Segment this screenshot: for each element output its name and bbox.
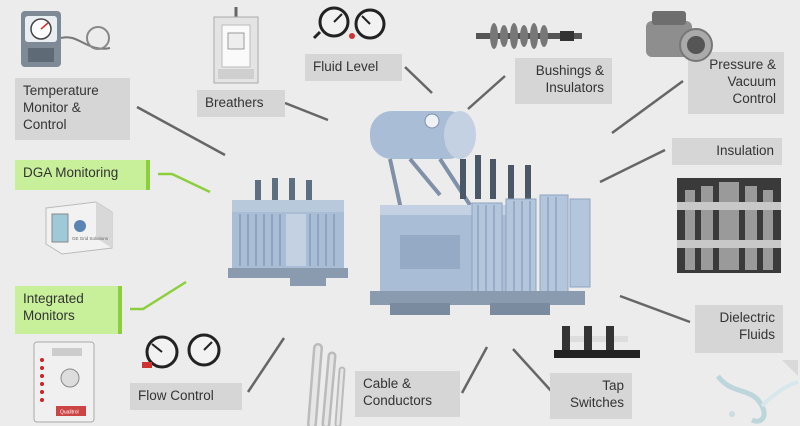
connector-integrated xyxy=(130,280,187,311)
tap-switch-image xyxy=(554,326,640,358)
distribution-transformer-image xyxy=(228,178,348,286)
label-insulation: Insulation xyxy=(672,138,782,165)
integrated-monitor-image: Qualitrol xyxy=(33,341,95,423)
label-tap-switches: Tap Switches xyxy=(550,373,632,419)
connector-tap xyxy=(512,348,554,394)
label-fluid-level: Fluid Level xyxy=(305,54,402,81)
power-transformer-image xyxy=(370,111,591,315)
connector-temperature xyxy=(136,105,226,157)
cable-image xyxy=(307,343,346,426)
dga-device-brand: GE Grid Solutions xyxy=(72,236,109,241)
bushing-image xyxy=(476,23,582,49)
label-integrated-monitors: Integrated Monitors xyxy=(15,286,122,334)
dga-monitor-image: GE Grid Solutions xyxy=(45,201,113,255)
monitor-brand: Qualitrol xyxy=(60,410,79,416)
flow-control-gauges-image xyxy=(142,333,221,369)
connector-insulation xyxy=(599,148,666,184)
label-temperature-monitor: Temperature Monitor & Control xyxy=(15,78,130,140)
pressure-relief-image xyxy=(646,11,713,62)
connector-flow-control xyxy=(246,337,286,393)
connector-breathers xyxy=(284,101,329,122)
breather-image xyxy=(213,7,259,84)
dielectric-fluid-image xyxy=(715,360,799,424)
fluid-level-gauges-image xyxy=(312,6,386,40)
label-breathers: Breathers xyxy=(197,90,285,117)
connector-pressure xyxy=(611,79,684,135)
connector-dga xyxy=(158,172,211,194)
label-flow-control: Flow Control xyxy=(130,383,242,410)
insulation-image xyxy=(677,178,781,273)
temperature-monitor-image xyxy=(21,11,111,67)
label-dielectric-fluids: Dielectric Fluids xyxy=(695,305,783,353)
connector-dielectric xyxy=(619,294,691,324)
label-pressure-vacuum: Pressure & Vacuum Control xyxy=(688,52,784,114)
connector-bushings xyxy=(467,75,506,110)
label-bushings-insulators: Bushings & Insulators xyxy=(515,58,612,104)
connector-cable xyxy=(460,346,489,394)
label-dga-monitoring: DGA Monitoring xyxy=(15,160,150,190)
label-cable-conductors: Cable & Conductors xyxy=(355,371,460,417)
connector-fluid-level xyxy=(404,66,433,94)
